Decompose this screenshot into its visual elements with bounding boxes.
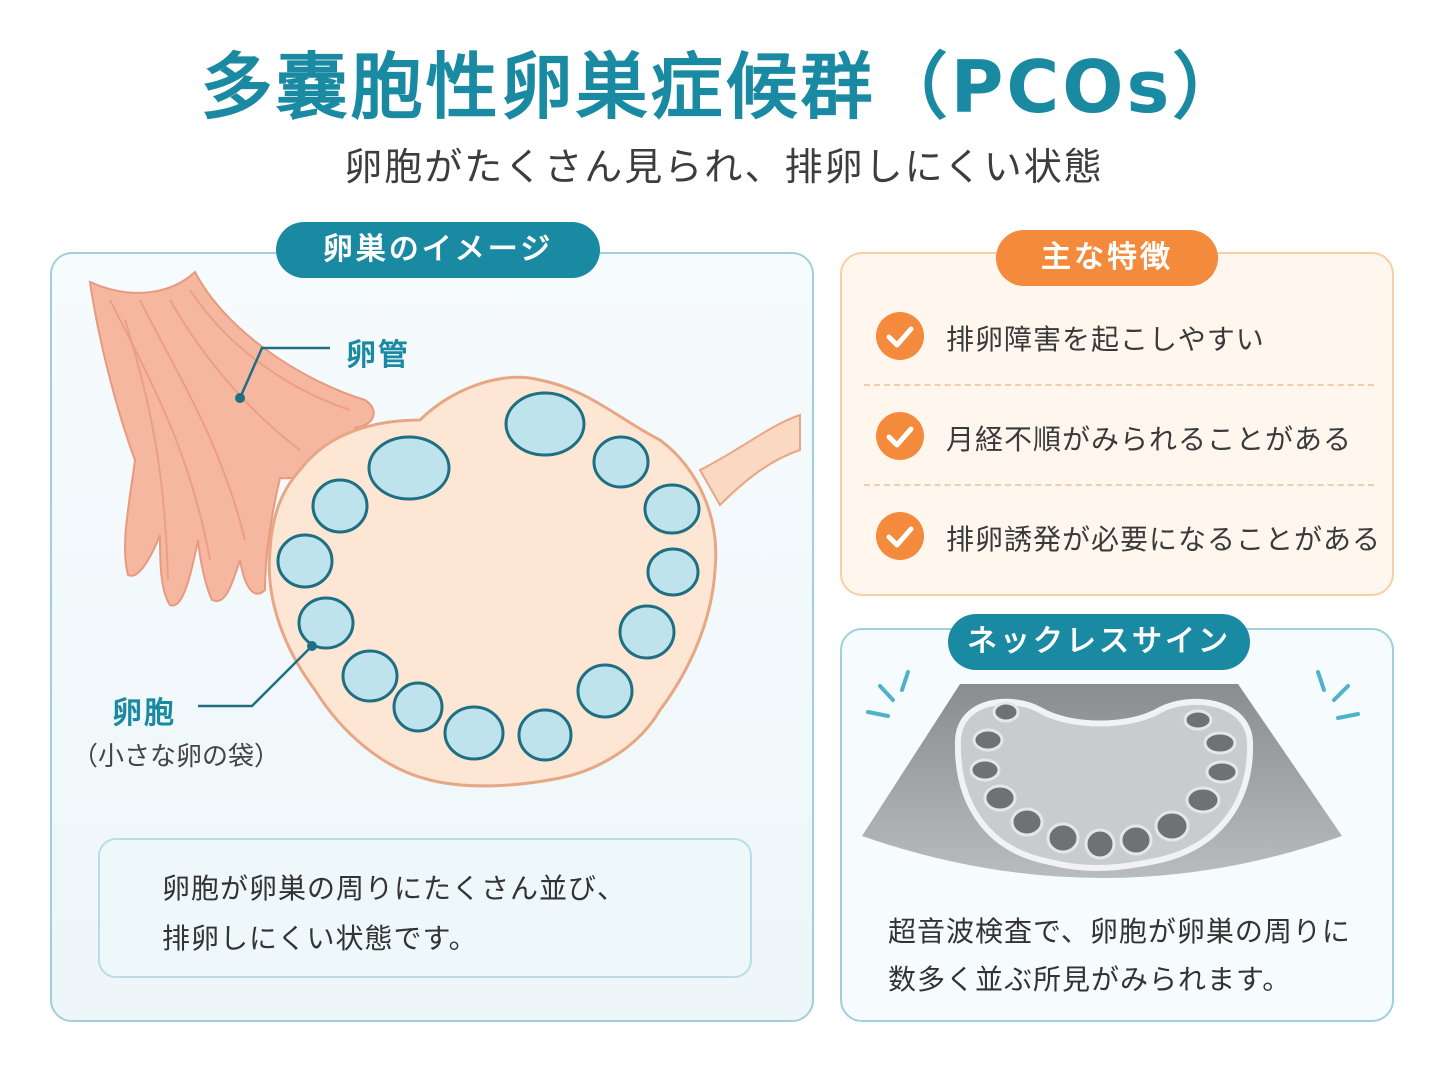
check-icon <box>876 512 924 560</box>
ovary-panel-heading: 卵巣のイメージ <box>276 222 600 278</box>
ovary-note-line-2: 排卵しにくい状態です。 <box>162 922 478 955</box>
feature-text: 月経不順がみられることがある <box>946 423 1353 456</box>
features-panel <box>840 252 1394 596</box>
feature-item: 排卵障害を起こしやすい <box>876 308 1376 368</box>
check-icon <box>876 312 924 360</box>
feature-text: 排卵誘発が必要になることがある <box>946 523 1382 556</box>
ultrasound-sparkle-icon <box>866 670 1360 720</box>
tube-leader-line <box>238 346 330 399</box>
necklace-text-line-2: 数多く並ぶ所見がみられます。 <box>888 963 1292 996</box>
follicle-leader-dot <box>307 641 317 651</box>
ovary-note-line-1: 卵胞が卵巣の周りにたくさん並び、 <box>162 872 627 905</box>
tube-leader-dot <box>235 393 245 403</box>
page-title: 多嚢胞性卵巣症候群（PCOs） <box>200 45 1248 129</box>
page-subtitle: 卵胞がたくさん見られ、排卵しにくい状態 <box>344 145 1104 189</box>
feature-item: 月経不順がみられることがある <box>876 408 1376 468</box>
follicles <box>276 391 701 762</box>
feature-divider <box>864 384 1374 386</box>
ovary-note-box: 卵胞が卵巣の周りにたくさん並び、 排卵しにくい状態です。 <box>98 838 752 978</box>
features-heading: 主な特徴 <box>996 230 1218 286</box>
necklace-text-line-1: 超音波検査で、卵胞が卵巣の周りに <box>888 915 1351 948</box>
feature-text: 排卵障害を起こしやすい <box>946 323 1265 356</box>
necklace-heading: ネックレスサイン <box>948 614 1250 670</box>
ultrasound-follicles <box>969 701 1239 860</box>
label-fallopian-tube: 卵管 <box>346 338 410 373</box>
check-icon <box>876 412 924 460</box>
label-follicle: 卵胞 <box>112 696 176 731</box>
label-follicle-note: （小さな卵の袋） <box>72 742 281 772</box>
necklace-description: 超音波検査で、卵胞が卵巣の周りに 数多く並ぶ所見がみられます。 <box>888 908 1378 1004</box>
ovarian-ligament <box>698 413 801 507</box>
follicle-leader-line <box>198 645 313 708</box>
feature-item: 排卵誘発が必要になることがある <box>876 508 1380 568</box>
feature-divider <box>864 484 1374 486</box>
fallopian-tube <box>88 270 375 607</box>
